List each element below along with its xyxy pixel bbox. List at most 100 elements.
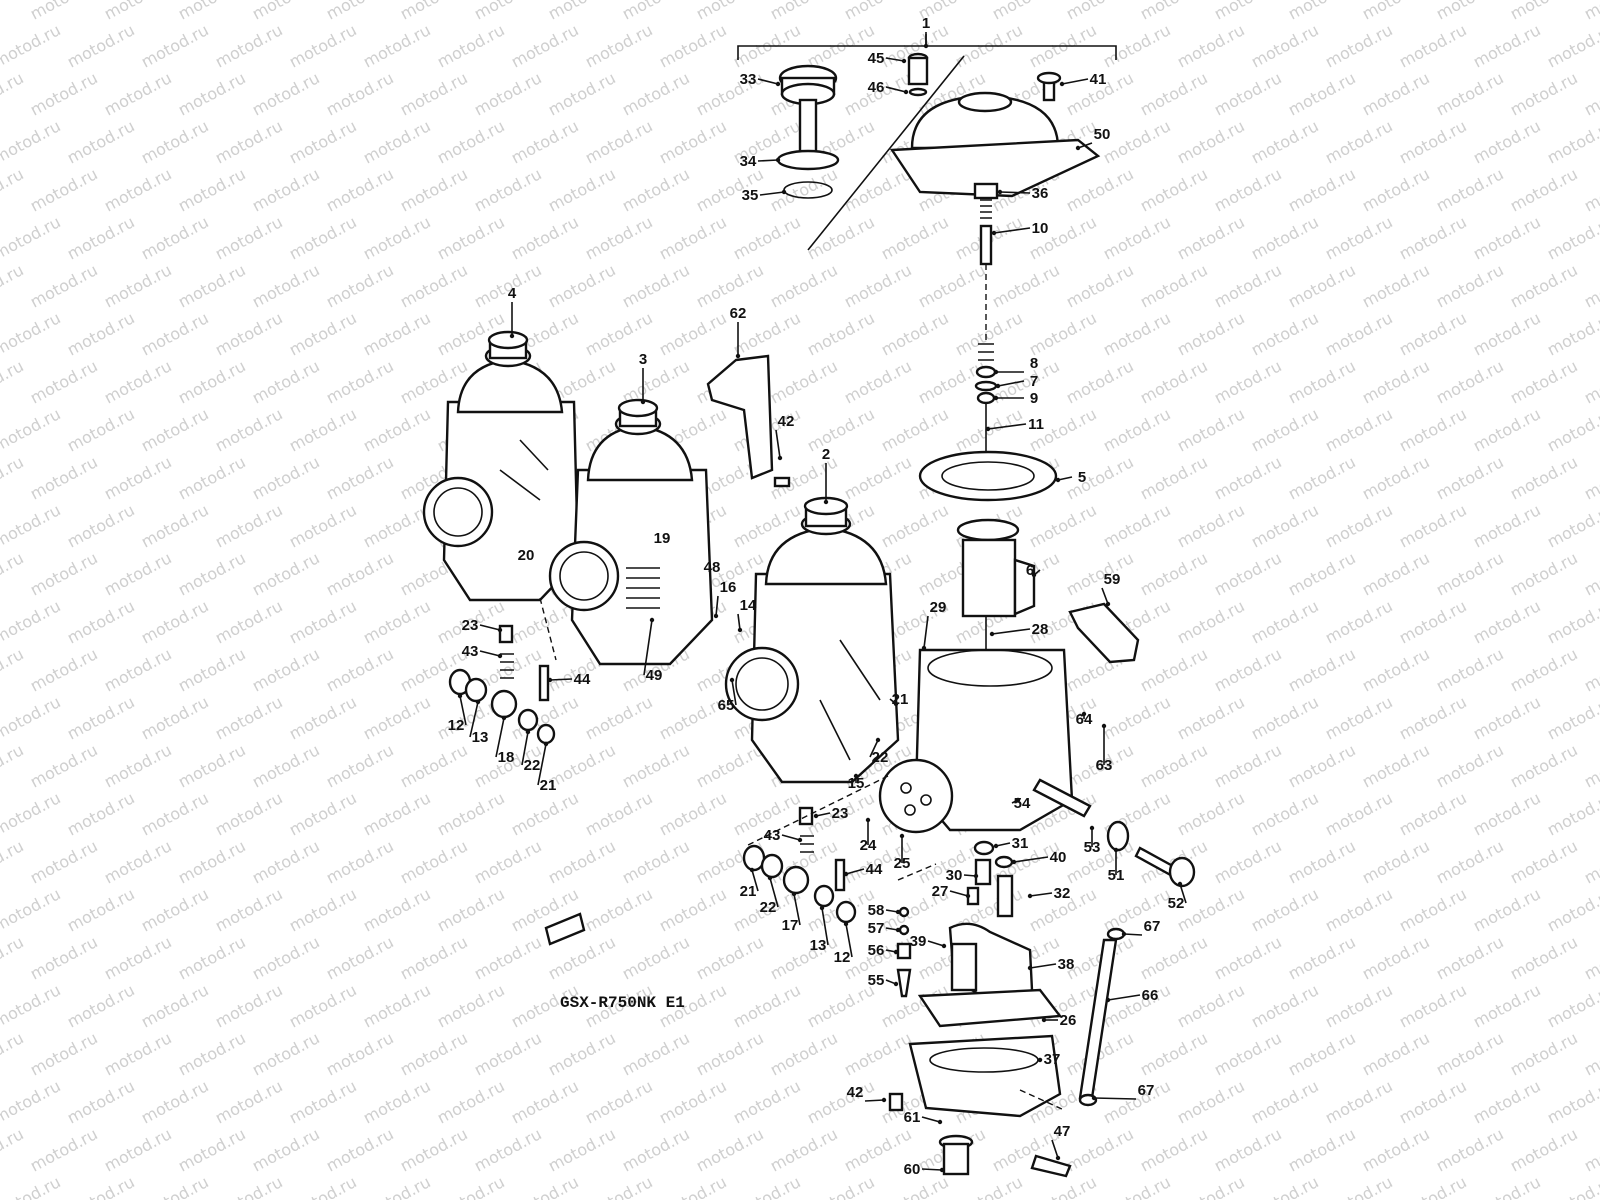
watermark-text: motod.ru <box>1248 1076 1322 1127</box>
watermark-text: motod.ru <box>1359 260 1433 311</box>
watermark-text: motod.ru <box>1137 68 1211 119</box>
callout-32: 32 <box>1027 885 1070 902</box>
watermark-text: motod.ru <box>1470 500 1544 551</box>
watermark-text: motod.ru <box>434 212 508 263</box>
watermark-text: motod.ru <box>397 1028 471 1079</box>
watermark-text: motod.ru <box>1063 260 1137 311</box>
watermark-text: motod.ru <box>1359 1028 1433 1079</box>
callout-number: 6 <box>1026 562 1034 579</box>
callout-31: 31 <box>993 835 1028 852</box>
watermark-text: motod.ru <box>175 164 249 215</box>
watermark-text: motod.ru <box>1211 68 1285 119</box>
callout-25: 25 <box>894 833 910 872</box>
watermark-text: motod.ru <box>434 788 508 839</box>
watermark-text: motod.ru <box>656 1076 730 1127</box>
watermark-text: motod.ru <box>64 20 138 71</box>
watermark-text: motod.ru <box>1211 836 1285 887</box>
callout-43: 43 <box>462 643 503 660</box>
callout-12: 12 <box>448 693 467 734</box>
watermark-text: motod.ru <box>619 164 693 215</box>
leader-dot <box>735 353 741 359</box>
watermark-text: motod.ru <box>1100 500 1174 551</box>
watermark-text: motod.ru <box>0 932 27 983</box>
watermark-text: motod.ru <box>249 1124 323 1175</box>
watermark-text: motod.ru <box>27 932 101 983</box>
leader-dot <box>941 943 947 949</box>
watermark-text: motod.ru <box>138 1172 212 1200</box>
watermark-text: motod.ru <box>878 212 952 263</box>
callout-number: 37 <box>1044 1051 1061 1068</box>
callout-number: 52 <box>1168 895 1185 912</box>
watermark-text: motod.ru <box>286 404 360 455</box>
watermark-text: motod.ru <box>619 0 693 24</box>
leader-line <box>1029 963 1057 969</box>
leader-dot <box>819 905 825 911</box>
watermark-text: motod.ru <box>693 1124 767 1175</box>
callout-number: 27 <box>932 883 949 900</box>
watermark-text: motod.ru <box>767 0 841 24</box>
callout-number: 18 <box>498 749 515 766</box>
callout-number: 22 <box>760 899 777 916</box>
watermark-text: motod.ru <box>1544 212 1600 263</box>
watermark-text: motod.ru <box>64 1076 138 1127</box>
callout-39: 39 <box>910 933 947 950</box>
watermark-text: motod.ru <box>1396 1172 1470 1200</box>
leader-dot <box>993 843 999 849</box>
callout-64: 64 <box>1076 711 1093 728</box>
watermark-text: motod.ru <box>138 596 212 647</box>
callout-9: 9 <box>993 390 1038 407</box>
watermark-text: motod.ru <box>1285 452 1359 503</box>
watermark-text: motod.ru <box>1359 452 1433 503</box>
watermark-text: motod.ru <box>101 0 175 24</box>
watermark-text: motod.ru <box>27 548 101 599</box>
leader-dot <box>649 617 655 623</box>
leader-line <box>759 191 785 196</box>
leader-line <box>715 595 719 617</box>
callout-10: 10 <box>991 220 1048 237</box>
watermark-text: motod.ru <box>1248 20 1322 71</box>
watermark-text: motod.ru <box>1285 932 1359 983</box>
watermark-text: motod.ru <box>1433 932 1507 983</box>
leader-line <box>757 159 779 162</box>
callout-number: 16 <box>720 579 737 596</box>
leader-dot <box>475 699 481 705</box>
callout-number: 67 <box>1138 1082 1155 1099</box>
watermark-text: motod.ru <box>1137 644 1211 695</box>
leader-line <box>495 717 505 758</box>
watermark-text: motod.ru <box>1433 356 1507 407</box>
callout-number: 28 <box>1032 621 1049 638</box>
callout-13: 13 <box>810 905 829 954</box>
leader-line <box>537 743 547 786</box>
watermark-text: motod.ru <box>1470 692 1544 743</box>
watermark-text: motod.ru <box>471 164 545 215</box>
leader-line <box>885 57 905 62</box>
callout-number: 56 <box>868 942 885 959</box>
leader-dot <box>903 89 909 95</box>
watermark-text: motod.ru <box>434 1076 508 1127</box>
watermark-text: motod.ru <box>1581 548 1600 599</box>
watermark-text: motod.ru <box>64 404 138 455</box>
watermark-text: motod.ru <box>767 1124 841 1175</box>
callout-20: 20 <box>518 547 535 564</box>
watermark-text: motod.ru <box>1359 0 1433 24</box>
callout-number: 24 <box>860 837 877 854</box>
watermark-text: motod.ru <box>101 548 175 599</box>
watermark-text: motod.ru <box>1507 644 1581 695</box>
watermark-text: motod.ru <box>286 1172 360 1200</box>
watermark-text: motod.ru <box>1174 884 1248 935</box>
watermark-text: motod.ru <box>1137 932 1211 983</box>
watermark-text: motod.ru <box>1137 740 1211 791</box>
watermark-text: motod.ru <box>693 0 767 24</box>
watermark-text: motod.ru <box>915 260 989 311</box>
watermark-text: motod.ru <box>1507 452 1581 503</box>
watermark-text: motod.ru <box>1026 308 1100 359</box>
watermark-text: motod.ru <box>1396 20 1470 71</box>
watermark-text: motod.ru <box>1174 692 1248 743</box>
leader-line <box>845 868 865 875</box>
callout-59: 59 <box>1101 571 1120 607</box>
watermark-text: motod.ru <box>0 1124 27 1175</box>
leader-dot <box>1015 797 1021 803</box>
leader-line <box>549 678 573 681</box>
callout-50: 50 <box>1075 126 1110 151</box>
